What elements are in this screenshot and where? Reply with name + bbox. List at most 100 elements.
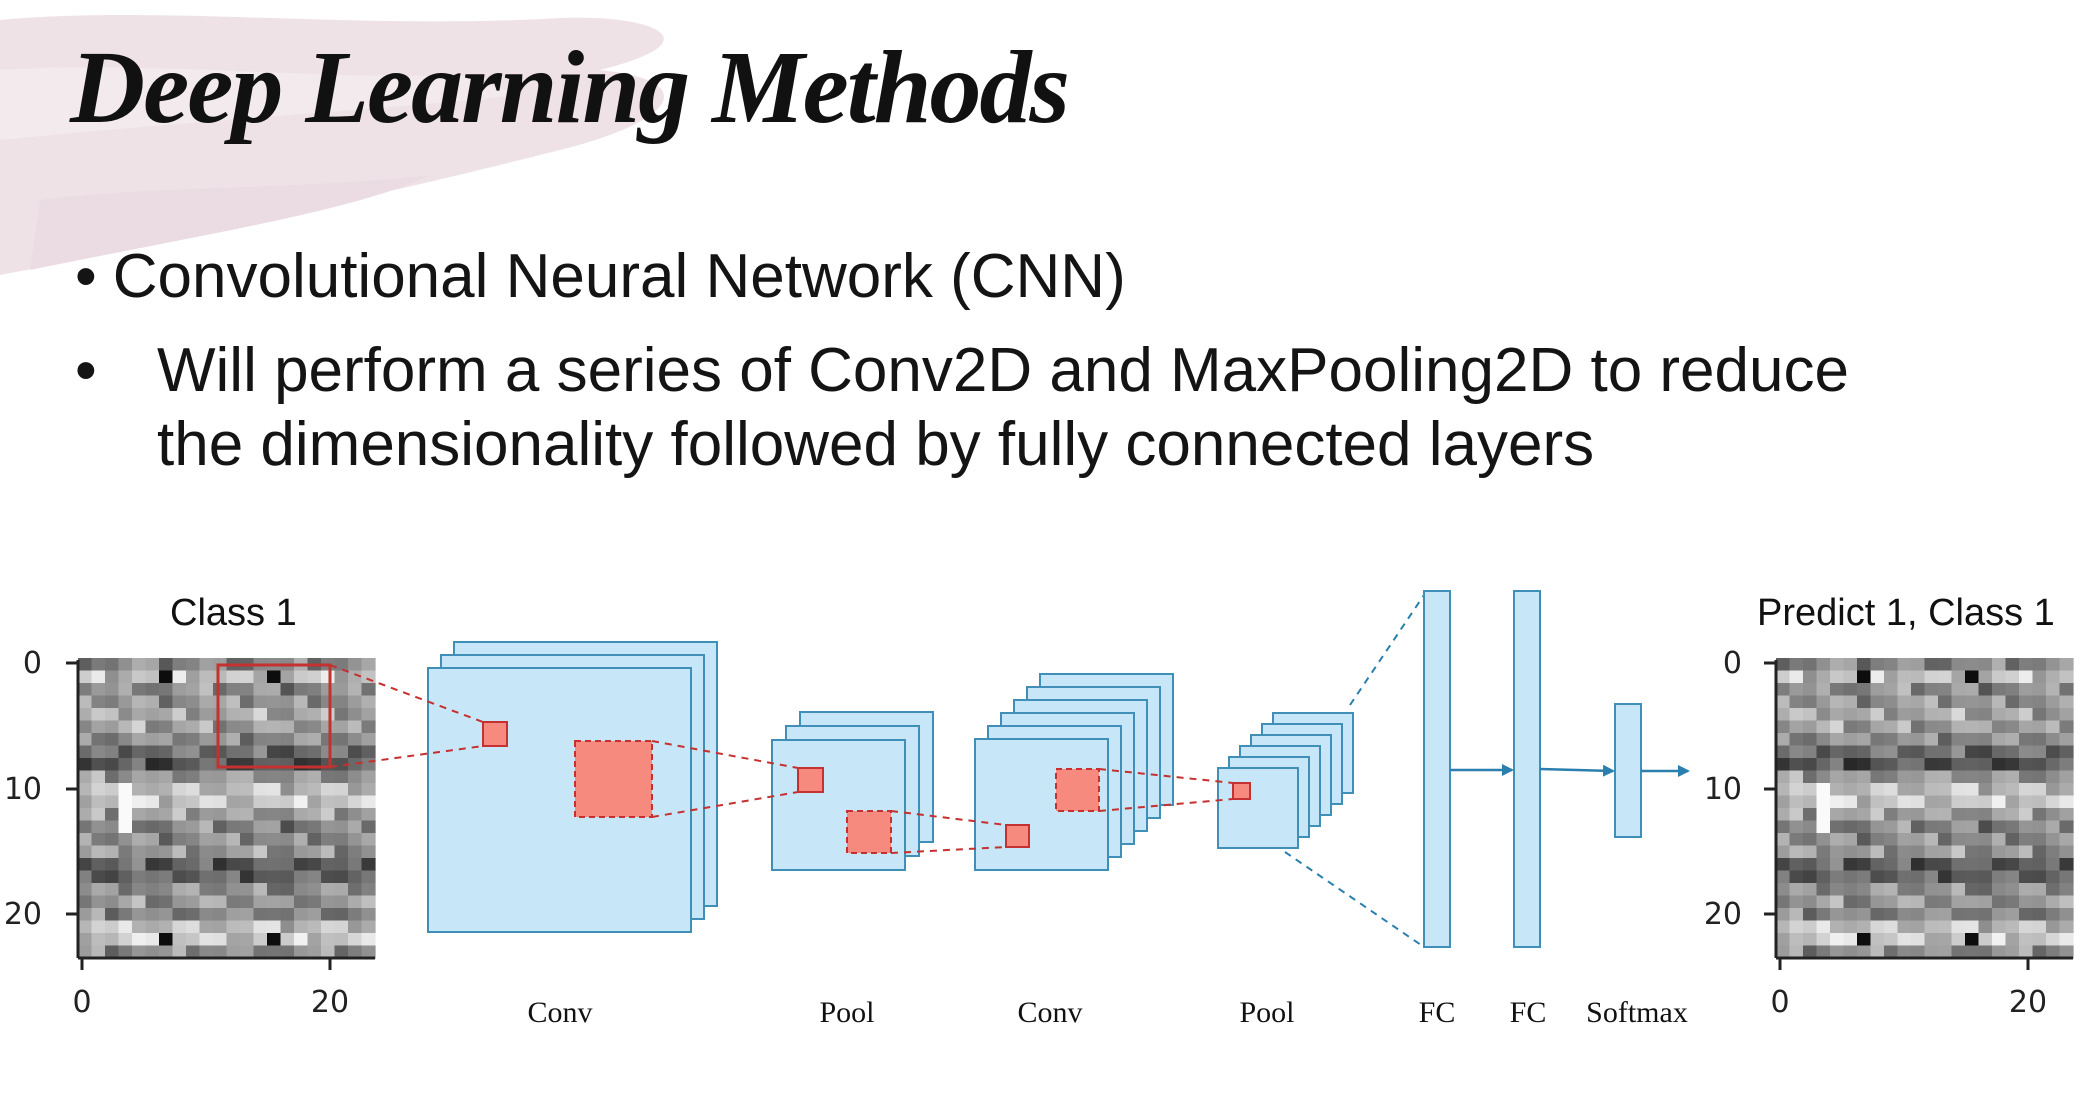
heatmap-cell (1965, 820, 1980, 834)
heatmap-cell (1924, 658, 1939, 672)
heatmap-cell (159, 758, 174, 772)
heatmap-cell (1978, 783, 1993, 797)
heatmap-cell (321, 883, 336, 897)
heatmap-cell (1897, 745, 1912, 759)
heatmap-cell (294, 770, 309, 784)
heatmap-cell (145, 920, 160, 934)
heatmap-cell (1911, 783, 1926, 797)
heatmap-cell (1992, 695, 2007, 709)
heatmap-cell (105, 795, 120, 809)
heatmap-cell (240, 733, 255, 747)
heatmap-cell (1803, 745, 1818, 759)
heatmap-cell (118, 783, 133, 797)
heatmap-cell (1924, 745, 1939, 759)
heatmap-cell (1911, 895, 1926, 909)
heatmap-cell (1816, 695, 1831, 709)
heatmap-cell (2005, 745, 2020, 759)
heatmap-cell (1965, 845, 1980, 859)
heatmap-cell (1978, 945, 1993, 959)
heatmap-cell (226, 783, 241, 797)
heatmap-cell (1843, 933, 1858, 947)
heatmap-cell (2032, 808, 2047, 822)
heatmap-cell (1897, 895, 1912, 909)
heatmap-cell (240, 770, 255, 784)
heatmap-cell (1911, 758, 1926, 772)
heatmap-cell (1843, 658, 1858, 672)
heatmap-cell (226, 920, 241, 934)
heatmap-cell (1789, 895, 1804, 909)
heatmap-cell (1951, 845, 1966, 859)
heatmap-cell (361, 758, 376, 772)
heatmap-cell (1911, 770, 1926, 784)
heatmap-cell (91, 770, 106, 784)
heatmap-cell (1843, 795, 1858, 809)
heatmap-cell (2019, 658, 2034, 672)
heatmap-cell (91, 795, 106, 809)
heatmap-cell (1897, 870, 1912, 884)
heatmap-cell (1789, 783, 1804, 797)
heatmap-cell (334, 783, 349, 797)
heatmap-cell (348, 808, 363, 822)
input-x-tick-0: 0 (72, 985, 91, 1020)
heatmap-cell (199, 720, 214, 734)
heatmap-cell (1830, 883, 1845, 897)
heatmap-cell (1816, 720, 1831, 734)
heatmap-cell (1911, 945, 1926, 959)
heatmap-cell (145, 870, 160, 884)
heatmap-cell (105, 820, 120, 834)
heatmap-cell (1938, 670, 1953, 684)
heatmap-cell (2046, 733, 2061, 747)
heatmap-cell (1816, 795, 1831, 809)
heatmap-cell (172, 795, 187, 809)
softmax-layer (1614, 703, 1642, 838)
heatmap-cell (213, 795, 228, 809)
heatmap-cell (105, 733, 120, 747)
heatmap-cell (105, 870, 120, 884)
heatmap-cell (1897, 908, 1912, 922)
heatmap-cell (213, 745, 228, 759)
heatmap-cell (294, 795, 309, 809)
heatmap-cell (267, 883, 282, 897)
heatmap-cell (105, 833, 120, 847)
heatmap-cell (2046, 945, 2061, 959)
heatmap-cell (199, 908, 214, 922)
heatmap-cell (2059, 695, 2074, 709)
heatmap-cell (172, 783, 187, 797)
heatmap-cell (2005, 795, 2020, 809)
heatmap-cell (2032, 758, 2047, 772)
heatmap-cell (2019, 758, 2034, 772)
heatmap-cell (361, 895, 376, 909)
heatmap-cell (240, 858, 255, 872)
heatmap-cell (213, 695, 228, 709)
heatmap-cell (186, 720, 201, 734)
heatmap-cell (361, 695, 376, 709)
heatmap-cell (1843, 895, 1858, 909)
heatmap-cell (2019, 945, 2034, 959)
heatmap-cell (91, 808, 106, 822)
heatmap-cell (267, 783, 282, 797)
heatmap-cell (172, 658, 187, 672)
heatmap-cell (213, 933, 228, 947)
heatmap-cell (1938, 795, 1953, 809)
heatmap-cell (253, 908, 268, 922)
heatmap-cell (1897, 795, 1912, 809)
heatmap-cell (1978, 883, 1993, 897)
heatmap-cell (1992, 920, 2007, 934)
heatmap-cell (186, 745, 201, 759)
heatmap-cell (1803, 808, 1818, 822)
heatmap-cell (199, 670, 214, 684)
heatmap-cell (2032, 920, 2047, 934)
heatmap-cell (1911, 720, 1926, 734)
heatmap-cell (294, 695, 309, 709)
output-y-tick-10: 10 (1704, 772, 1742, 807)
heatmap-cell (1884, 808, 1899, 822)
heatmap-cell (1978, 908, 1993, 922)
heatmap-cell (321, 770, 336, 784)
heatmap-cell (226, 808, 241, 822)
kernel-connectors (329, 664, 1234, 854)
heatmap-cell (280, 795, 295, 809)
heatmap-cell (240, 820, 255, 834)
heatmap-cell (294, 945, 309, 959)
heatmap-cell (1951, 833, 1966, 847)
stage-label-conv1: Conv (527, 996, 592, 1029)
